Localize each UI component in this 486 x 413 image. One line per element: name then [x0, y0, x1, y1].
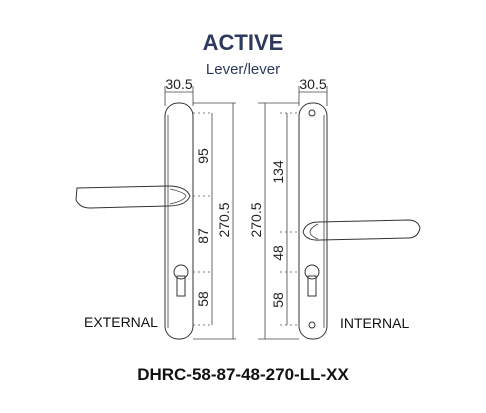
- int-width-dim: 30.5: [299, 76, 326, 92]
- int-dim-total: 270.5: [248, 202, 264, 237]
- title: ACTIVE: [202, 30, 284, 55]
- ext-width-dim: 30.5: [165, 76, 192, 92]
- ext-dim-total: 270.5: [216, 202, 232, 237]
- external-plate-group: 30.5 95 87 58 270.5 EXTERNAL: [75, 76, 236, 340]
- ext-dim-87: 87: [195, 228, 211, 244]
- int-keyhole-slot: [307, 275, 317, 297]
- internal-lever-icon: [302, 219, 421, 241]
- internal-plate-group: 30.5 134 48 58 270.5 INTERNAL: [248, 76, 421, 340]
- external-label: EXTERNAL: [84, 314, 158, 330]
- external-lever-icon: [75, 185, 191, 209]
- ext-dim-58: 58: [195, 291, 211, 307]
- int-dim-134: 134: [270, 160, 286, 184]
- int-dim-58: 58: [270, 292, 286, 308]
- ext-lever-rose: [169, 188, 187, 205]
- int-screw-top-icon: [308, 109, 316, 117]
- external-backplate: [164, 102, 194, 340]
- internal-backplate: [298, 102, 328, 340]
- int-screw-bottom-icon: [308, 321, 316, 329]
- int-dim-48: 48: [270, 245, 286, 261]
- int-lever-rose: [309, 223, 319, 240]
- int-keyhole-icon: [304, 264, 320, 280]
- ext-keyhole-icon: [173, 264, 189, 280]
- internal-label: INTERNAL: [340, 315, 409, 331]
- product-code: DHRC-58-87-48-270-LL-XX: [137, 365, 349, 384]
- subtitle: Lever/lever: [205, 61, 281, 78]
- ext-keyhole-slot: [176, 275, 186, 297]
- ext-dim-95: 95: [195, 148, 211, 164]
